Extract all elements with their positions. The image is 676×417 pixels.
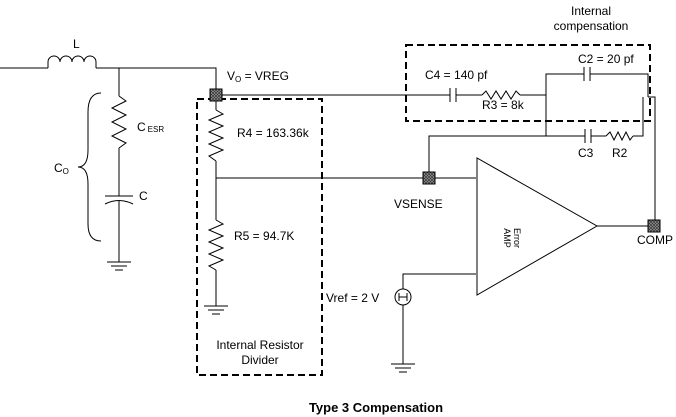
r4-label: R4 = 163.36k [237,126,310,140]
c4-label: C4 = 140 pf [425,68,488,82]
divider-label-line2: Divider [241,353,278,367]
wire-feedback-c3r2 [428,135,546,172]
c-label: C [139,189,148,203]
divider-label-line1: Internal Resistor [216,338,303,352]
internal-resistor-divider-box [196,98,323,376]
node-comp [647,219,661,233]
r2-label: R2 [612,146,628,160]
node-vsense [422,171,436,185]
internal-compensation-label-line1: Internal [571,4,611,18]
cesr-label: C [137,120,146,134]
capacitor-c2 [545,67,649,136]
vo-label: V [227,69,235,83]
comp-label: COMP [637,233,673,247]
error-amplifier [476,157,599,296]
svg-text:VO = VREG: VO = VREG [227,69,289,84]
capacitor-c4 [449,88,482,102]
ground-symbol-co [107,261,131,271]
internal-compensation-box [405,44,651,122]
co-subscript: O [63,167,69,176]
vo-suffix: = VREG [241,69,289,83]
ground-symbol-divider [204,305,228,315]
output-capacitor-branch [104,68,134,262]
vsense-label: VSENSE [394,197,443,211]
vref-label: Vref = 2 V [326,291,379,305]
resistor-r3 [481,90,546,100]
resistor-r2 [605,97,644,142]
cesr-subscript: ESR [148,125,165,134]
r5-label: R5 = 94.7K [234,229,294,243]
node-vo [209,88,223,102]
co-label: C [54,161,63,175]
vref-source [394,273,476,364]
co-brace [77,92,102,242]
error-amp-label-line1: Error [512,228,522,248]
diagram-title: Type 3 Compensation [309,400,443,415]
r3-label: R3 = 8k [482,98,525,112]
ground-symbol-vref [391,363,415,373]
capacitor-c3 [546,129,606,143]
c2-label: C2 = 20 pf [578,52,634,66]
wire-comp [648,96,656,220]
vo-subscript: O [235,75,241,84]
error-amp-label-line2: AMP [502,228,512,248]
internal-compensation-label-line2: compensation [554,19,629,33]
svg-text:CO: CO [54,161,69,176]
resistor-r5 [207,219,225,306]
inductor-label: L [73,37,80,51]
inductor-l [0,55,217,93]
c3-label: C3 [578,146,594,160]
resistor-r4 [207,101,225,220]
